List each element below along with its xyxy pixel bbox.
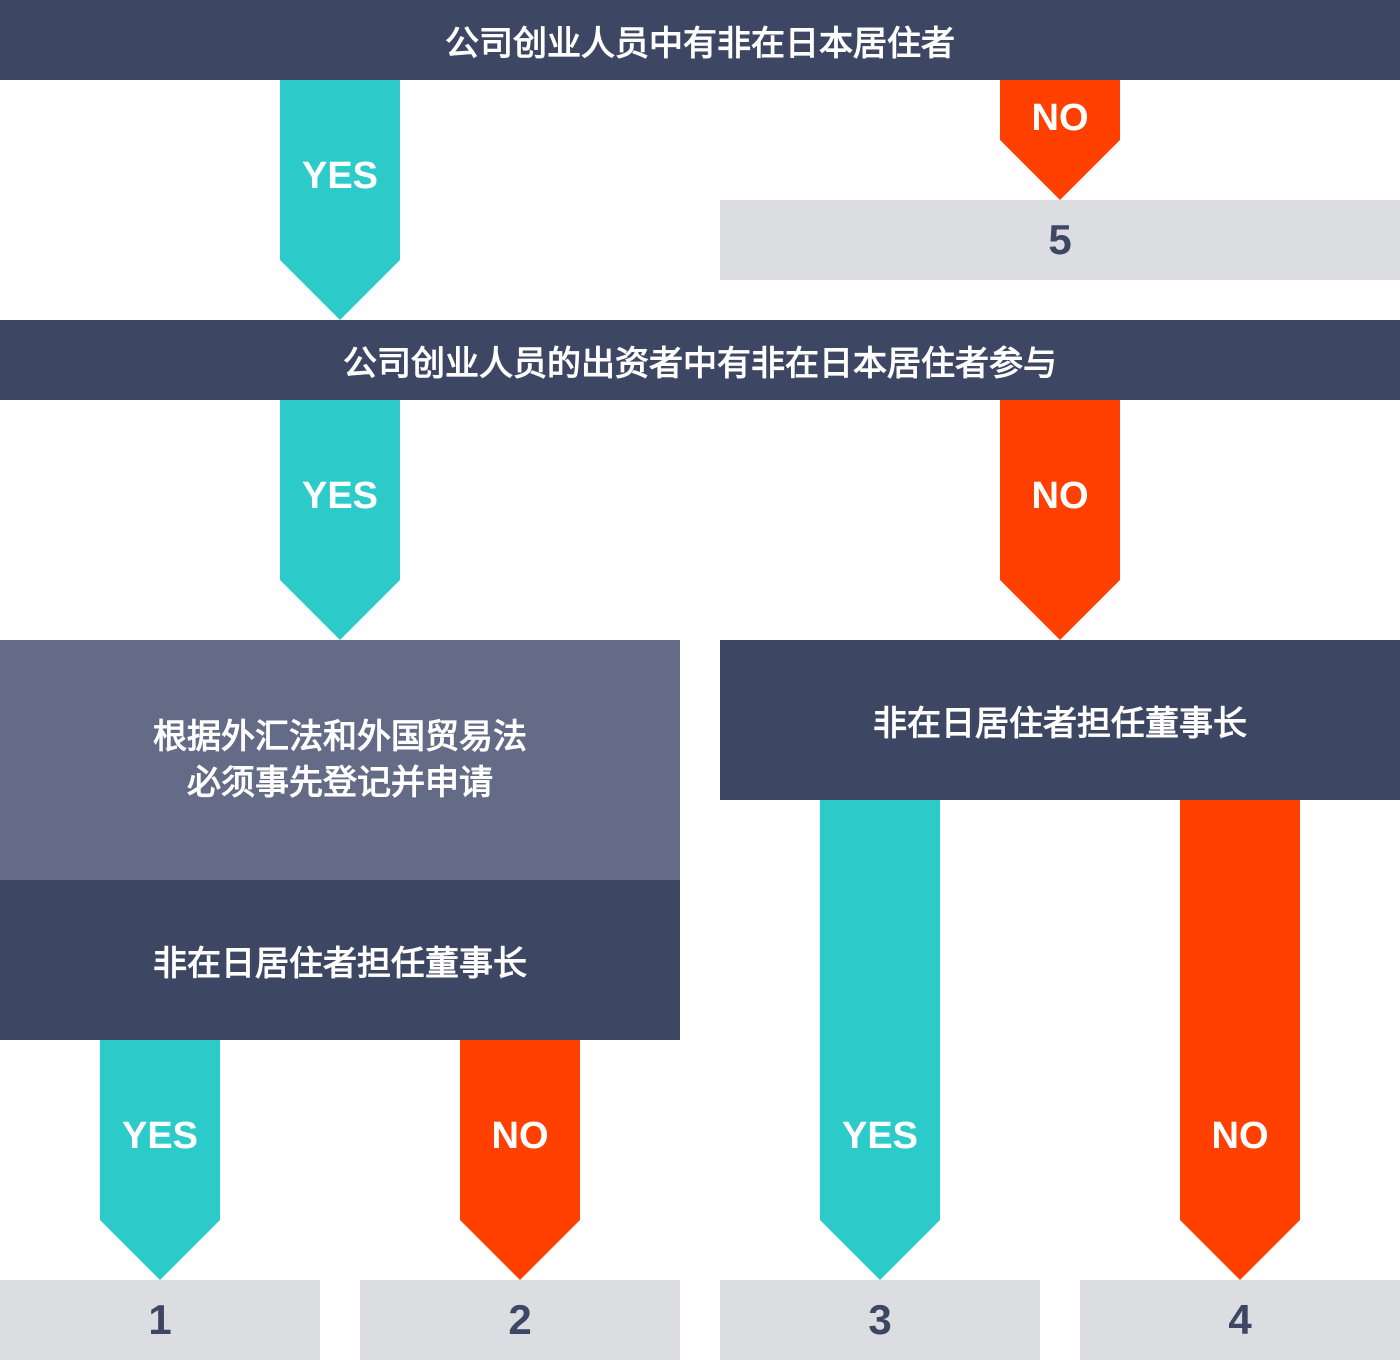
q3-right-yes-label: YES <box>841 1115 919 1157</box>
question-3-left-banner: 非在日居住者担任董事长 <box>0 880 680 1040</box>
registration-note-line-2: 必须事先登记并申请 <box>187 763 493 803</box>
result-5-text: 5 <box>1048 216 1072 263</box>
q3-left-no-label: NO <box>491 1115 549 1157</box>
q1-yes-arrow: YES <box>280 80 400 320</box>
q1-no-arrow: NO <box>1000 80 1120 200</box>
question-3-right-text: 非在日居住者担任董事长 <box>873 703 1247 744</box>
q3-right-no-arrow-polygon <box>1180 800 1300 1280</box>
q3-right-yes-arrow-polygon <box>820 800 940 1280</box>
question-1-text: 公司创业人员中有非在日本居住者 <box>445 23 955 64</box>
q2-no-arrow-polygon <box>1000 400 1120 640</box>
registration-note-box: 根据外汇法和外国贸易法 必须事先登记并申请 <box>0 640 680 880</box>
q3-left-yes-arrow: YES <box>100 1040 220 1280</box>
result-3: 3 <box>720 1280 1040 1360</box>
registration-note-line-1: 根据外汇法和外国贸易法 <box>153 717 527 757</box>
q1-yes-arrow-polygon <box>280 80 400 320</box>
q1-no-label: NO <box>1031 97 1089 139</box>
question-3-right-banner: 非在日居住者担任董事长 <box>720 640 1400 800</box>
q1-yes-label: YES <box>301 155 379 197</box>
q3-left-no-arrow-polygon <box>460 1040 580 1280</box>
q1-no-arrow-polygon <box>1000 80 1120 200</box>
q3-right-no-arrow-shape <box>1180 800 1300 1280</box>
q3-right-yes-arrow: YES <box>820 800 940 1280</box>
question-1-banner: 公司创业人员中有非在日本居住者 <box>0 0 1400 80</box>
q2-yes-arrow-polygon <box>280 400 400 640</box>
q3-left-yes-arrow-shape <box>100 1040 220 1280</box>
question-2-text: 公司创业人员的出资者中有非在日本居住者参与 <box>343 343 1057 384</box>
result-4: 4 <box>1080 1280 1400 1360</box>
q2-no-arrow: NO <box>1000 400 1120 640</box>
q3-left-yes-label: YES <box>121 1115 199 1157</box>
q2-yes-arrow-shape <box>280 400 400 640</box>
result-2: 2 <box>360 1280 680 1360</box>
q3-right-yes-arrow-shape <box>820 800 940 1280</box>
q2-yes-label: YES <box>301 475 379 517</box>
q3-left-yes-arrow-polygon <box>100 1040 220 1280</box>
q1-yes-arrow-shape <box>280 80 400 320</box>
question-2-banner: 公司创业人员的出资者中有非在日本居住者参与 <box>0 320 1400 400</box>
result-1-text: 1 <box>148 1296 172 1343</box>
q3-right-no-arrow: NO <box>1180 800 1300 1280</box>
q2-yes-arrow: YES <box>280 400 400 640</box>
result-2-text: 2 <box>508 1296 532 1343</box>
q1-no-arrow-shape <box>1000 80 1120 200</box>
q3-left-no-arrow-shape <box>460 1040 580 1280</box>
q3-right-no-label: NO <box>1211 1115 1269 1157</box>
q2-no-arrow-shape <box>1000 400 1120 640</box>
result-5: 5 <box>720 200 1400 280</box>
question-3-left-text: 非在日居住者担任董事长 <box>153 943 527 984</box>
q2-no-label: NO <box>1031 475 1089 517</box>
result-3-text: 3 <box>868 1296 892 1343</box>
result-4-text: 4 <box>1228 1296 1252 1343</box>
result-1: 1 <box>0 1280 320 1360</box>
q3-left-no-arrow: NO <box>460 1040 580 1280</box>
